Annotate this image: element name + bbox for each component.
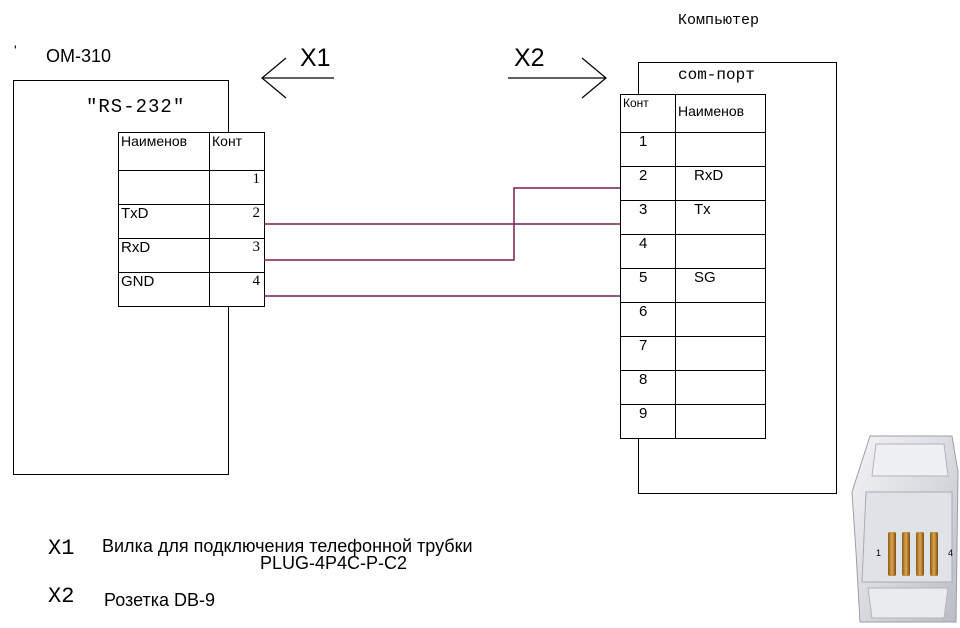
legend-x1-desc: Вилка для подключения телефонной трубки [102, 536, 473, 556]
wires [264, 187, 620, 297]
legend-x2-desc: Розетка DB-9 [104, 590, 216, 610]
device-subtitle: "RS-232" [86, 96, 186, 118]
x2-arrow-icon [508, 57, 607, 99]
device-title: OM-310 [46, 46, 112, 66]
computer-col-pin: Конт [620, 94, 676, 133]
computer-row-name [675, 370, 766, 405]
connector-x2-label: X2 [514, 44, 545, 72]
device-row-name: GND [118, 272, 210, 307]
computer-row-pin: 3 [620, 200, 676, 235]
legend-x1-code: X1 [48, 536, 75, 561]
table-row: 3 Tx [620, 200, 766, 235]
table-row: 1 [118, 170, 265, 205]
plug-pin-last: 4 [948, 548, 953, 558]
table-row: 4 [620, 234, 766, 269]
table-row: Наименов Конт [118, 132, 265, 171]
wire-rxd-to-pin2 [264, 187, 620, 261]
device-row-pin: 4 [209, 272, 265, 307]
computer-row-name [675, 302, 766, 337]
device-tick: ' [14, 42, 17, 58]
computer-row-name: Tx [675, 200, 766, 235]
computer-row-name [675, 234, 766, 269]
table-row: GND 4 [118, 272, 265, 307]
device-col-name: Наименов [118, 132, 210, 171]
device-pin-table: Наименов Конт 1 TxD 2 RxD 3 GND 4 [118, 132, 265, 307]
device-col-pin: Конт [209, 132, 265, 171]
computer-row-pin: 2 [620, 166, 676, 201]
device-row-name: RxD [118, 238, 210, 273]
rj-plug-icon: 1 4 [851, 435, 959, 623]
plug-pin-first: 1 [876, 548, 881, 558]
table-row: 2 RxD [620, 166, 766, 201]
table-row: RxD 3 [118, 238, 265, 273]
device-row-name: TxD [118, 204, 210, 239]
legend-x2-code: X2 [48, 584, 75, 609]
connector-x1-label: X1 [300, 44, 331, 72]
computer-row-pin: 9 [620, 404, 676, 439]
computer-pin-table: Конт Наименов 1 2 RxD 3 Tx 4 5 SG 6 7 8 … [620, 94, 766, 439]
device-row-pin: 1 [209, 170, 265, 205]
computer-row-name [675, 336, 766, 371]
computer-row-name [675, 404, 766, 439]
table-row: 5 SG [620, 268, 766, 303]
computer-row-name: SG [675, 268, 766, 303]
computer-port-label: com-порт [678, 66, 755, 84]
table-row: 9 [620, 404, 766, 439]
computer-row-name: RxD [675, 166, 766, 201]
x1-arrow-icon [261, 57, 334, 99]
legend-x1-part: PLUG-4P4C-P-C2 [260, 553, 408, 573]
computer-title: Компьютер [678, 12, 760, 29]
device-row-name [118, 170, 210, 205]
